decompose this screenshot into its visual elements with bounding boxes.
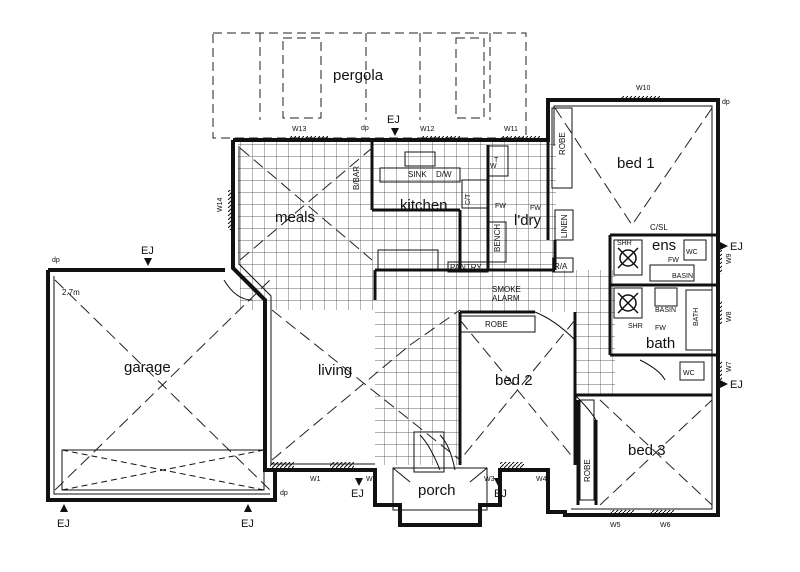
- label-dim-2-7m: 2.7m: [62, 288, 80, 297]
- label-w6: W6: [660, 522, 671, 529]
- label-csl: C/SL: [650, 223, 668, 232]
- fixtures: [377, 107, 713, 501]
- label-ej-garage-top: EJ: [141, 245, 154, 257]
- label-bed3: bed 3: [628, 442, 666, 459]
- wall-hatches: [228, 96, 722, 516]
- label-ej-bath: EJ: [730, 379, 743, 391]
- fixture-labels: SINK D/W B/BAR PANTRY BENCH LINEN ROBE R…: [52, 99, 730, 497]
- wall-inner-lines: [53, 105, 713, 510]
- ej-markers: [60, 128, 728, 512]
- label-w-mark: W: [490, 163, 497, 170]
- label-w9: W9: [726, 253, 733, 264]
- label-w3: W3: [484, 476, 495, 483]
- label-ej-ens: EJ: [730, 241, 743, 253]
- label-living: living: [318, 362, 352, 379]
- label-porch: porch: [418, 482, 456, 499]
- label-w10: W10: [636, 85, 651, 92]
- label-wc-bath: WC: [683, 370, 695, 377]
- label-w8: W8: [726, 311, 733, 322]
- label-bed2: bed 2: [495, 372, 533, 389]
- window-labels: W1 W2 W3 W4 W5 W6 W7 W8 W9 W10 W11 W12 W…: [217, 85, 733, 529]
- label-fw-bath: FW: [655, 325, 666, 332]
- label-basin-ens: BASIN: [672, 273, 693, 280]
- label-tub-t: T: [494, 157, 499, 164]
- label-w13: W13: [292, 126, 307, 133]
- label-shr-ens: SHR: [617, 240, 632, 247]
- label-bench: BENCH: [493, 224, 502, 252]
- label-ej-top: EJ: [387, 114, 400, 126]
- label-fw-ens: FW: [668, 257, 679, 264]
- label-smoke: SMOKE: [492, 285, 521, 294]
- label-dp-4: dp: [280, 490, 288, 497]
- shower-drains: [617, 247, 639, 314]
- label-w4: W4: [536, 476, 547, 483]
- ej-labels: EJ EJ EJ EJ EJ EJ EJ EJ: [57, 114, 743, 530]
- label-robe-bed1: ROBE: [558, 132, 567, 155]
- label-bbar: B/BAR: [352, 166, 361, 190]
- label-w2: W2: [366, 476, 377, 483]
- label-ej-garage-left: EJ: [57, 518, 70, 530]
- label-w1: W1: [310, 476, 321, 483]
- label-ct: C/T: [465, 193, 472, 205]
- label-bed1: bed 1: [617, 155, 655, 172]
- label-robe-bed3: ROBE: [583, 459, 592, 482]
- label-ens: ens: [652, 237, 676, 254]
- label-w14: W14: [217, 198, 224, 213]
- pergola-outline: [212, 32, 527, 139]
- label-robe-bed2: ROBE: [485, 320, 508, 329]
- label-dp-1: dp: [361, 125, 369, 132]
- exterior-walls: [46, 98, 720, 527]
- label-wc-ens: WC: [686, 249, 698, 256]
- porch-outline: [392, 467, 488, 511]
- label-dw: D/W: [436, 170, 452, 179]
- tiled-floor: [238, 142, 615, 465]
- label-w5: W5: [610, 522, 621, 529]
- label-w12: W12: [420, 126, 435, 133]
- label-sink: SINK: [408, 170, 427, 179]
- door-swings: [223, 279, 666, 471]
- label-laundry: l'dry: [514, 212, 542, 229]
- label-w7: W7: [726, 361, 733, 372]
- label-kitchen: kitchen: [400, 197, 448, 214]
- ceiling-lines: [54, 107, 713, 506]
- label-ej-living: EJ: [351, 488, 364, 500]
- label-meals: meals: [275, 209, 315, 226]
- label-ej-porch: EJ: [494, 488, 507, 500]
- label-bath-tub: BATH: [693, 308, 700, 326]
- label-garage: garage: [124, 359, 171, 376]
- label-linen: LINEN: [560, 214, 569, 238]
- label-w11: W11: [504, 126, 518, 133]
- label-pantry: PANTRY: [450, 263, 482, 272]
- label-shr-bath: SHR: [628, 323, 643, 330]
- label-fw-kitchen: FW: [495, 203, 506, 210]
- label-dp-3: dp: [52, 257, 60, 264]
- garage-door: [61, 449, 265, 491]
- label-ra: R/A: [554, 262, 568, 271]
- label-dp-2: dp: [722, 99, 730, 106]
- label-pergola: pergola: [333, 67, 384, 84]
- label-basin-bath: BASIN: [655, 307, 676, 314]
- label-fw-ldry: FW: [530, 205, 541, 212]
- label-alarm: ALARM: [492, 294, 520, 303]
- label-bath: bath: [646, 335, 675, 352]
- room-labels: pergola meals kitchen l'dry bed 1 garage…: [124, 67, 676, 499]
- label-ej-garage-right: EJ: [241, 518, 254, 530]
